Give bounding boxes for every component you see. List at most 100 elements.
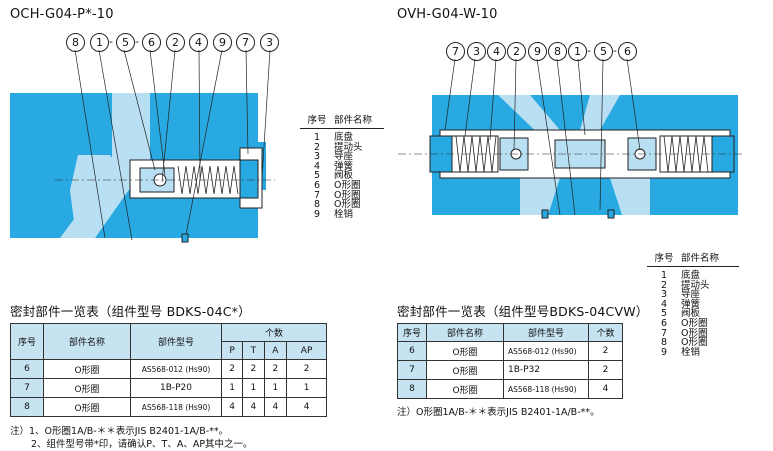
part-name: O形圈 <box>681 337 708 349</box>
seal-header-qty: 个数 <box>588 323 623 342</box>
seal-table-left-title: 密封部件一览表（组件型号 BDKS-04C*） <box>10 304 251 319</box>
left-callout: 7 <box>236 33 255 52</box>
seal-row-qty: 4 <box>588 379 623 399</box>
part-name: 底盘 <box>334 132 354 143</box>
seal-row-qty: 2 <box>286 359 327 379</box>
part-name: 栓销 <box>681 346 701 358</box>
seal-row-qty: 4 <box>286 397 327 417</box>
part-no: 2 <box>660 279 668 291</box>
seal-row-no: 7 <box>397 360 427 380</box>
seal-table-right-title: 密封部件一览表（组件型号BDKS-04CVW） <box>397 304 649 319</box>
seal-row-qty: 1 <box>220 378 244 398</box>
part-no: 6 <box>313 179 321 191</box>
seal-row-no: 7 <box>10 378 44 398</box>
part-no: 5 <box>313 170 321 182</box>
part-name: O形圈 <box>334 179 361 191</box>
note-left-2: 2、组件型号带*印，请确认P、T、A、AP其中之一。 <box>31 439 253 450</box>
part-no: 9 <box>313 208 321 220</box>
part-no: 4 <box>660 298 668 310</box>
part-name: 栓销 <box>334 208 354 220</box>
seal-row-qty: 1 <box>286 378 327 398</box>
seal-row-model: AS568-118 (Hs90) <box>130 397 222 417</box>
part-name: 阀板 <box>681 308 701 320</box>
seal-row-no: 8 <box>10 397 44 417</box>
part-name: O形圈 <box>334 189 361 201</box>
parts-header-name: 部件名称 <box>332 114 384 129</box>
seal-row-name: O形圈 <box>426 360 504 380</box>
seal-row-qty: 2 <box>588 341 623 361</box>
left-callout: 6 <box>142 33 161 52</box>
left-callout: 3 <box>260 33 279 52</box>
part-name: O形圈 <box>681 327 708 339</box>
seal-header-qty: 个数 <box>221 323 327 342</box>
part-no: 7 <box>313 189 321 201</box>
seal-row-name: O形圈 <box>43 378 131 398</box>
seal-header-no: 序号 <box>397 323 427 342</box>
seal-row-name: O形圈 <box>426 341 504 361</box>
seal-row-qty: 1 <box>242 378 265 398</box>
left-callout: 5 <box>116 33 135 52</box>
seal-row-qty: 2 <box>263 359 288 379</box>
part-name: 提动头 <box>334 141 363 153</box>
note-left-1: 注）1、O形圈1A/B-＊＊表示JIS B2401-1A/B-**。 <box>10 426 229 437</box>
seal-row-model: 1B-P20 <box>130 378 222 398</box>
part-name: 导座 <box>334 151 354 163</box>
part-no: 6 <box>660 317 668 329</box>
seal-row-model: AS568-118 (Hs90) <box>503 379 589 399</box>
right-diagram-title: OVH-G04-W-10 <box>397 7 498 22</box>
seal-row-qty: 4 <box>263 397 288 417</box>
part-no: 2 <box>313 141 321 153</box>
seal-header-model: 部件型号 <box>503 323 589 342</box>
right-callout: 8 <box>548 42 567 61</box>
left-callout: 2 <box>166 33 185 52</box>
right-valve-drawing <box>398 58 745 219</box>
seal-row-no: 6 <box>397 341 427 361</box>
right-callout: 4 <box>487 42 506 61</box>
seal-table-left: 序号 部件名称 部件型号 个数 P T A AP 6 O形圈 AS568-012… <box>10 323 327 417</box>
right-callout: 1 <box>568 42 587 61</box>
seal-row-model: AS568-012 (Hs90) <box>130 359 222 379</box>
right-callout: 2 <box>507 42 526 61</box>
seal-row-name: O形圈 <box>43 359 131 379</box>
right-callout-row: 7 3 4 2 9 8 1 - 5 - 6 <box>446 42 646 62</box>
part-no: 7 <box>660 327 668 339</box>
part-name: 导座 <box>681 289 701 301</box>
part-no: 1 <box>660 270 668 281</box>
part-no: 3 <box>313 151 321 163</box>
parts-header-name: 部件名称 <box>679 252 739 267</box>
seal-row-no: 6 <box>10 359 44 379</box>
seal-header-name: 部件名称 <box>43 323 131 360</box>
part-name: 阀板 <box>334 170 354 182</box>
seal-header-no: 序号 <box>10 323 44 360</box>
seal-header-model: 部件型号 <box>130 323 222 360</box>
note-right-1: 注）O形圈1A/B-＊＊表示JIS B2401-1A/B-**。 <box>397 407 600 418</box>
part-no: 4 <box>313 160 321 172</box>
part-name: 底盘 <box>681 270 701 281</box>
right-callout: 7 <box>446 42 465 61</box>
seal-row-model: AS568-012 (Hs90) <box>503 341 589 361</box>
seal-table-right: 序号 部件名称 部件型号 个数 6 O形圈 AS568-012 (Hs90) 2… <box>397 323 623 399</box>
seal-row-qty: 2 <box>242 359 265 379</box>
seal-row-no: 8 <box>397 379 427 399</box>
seal-header-name: 部件名称 <box>426 323 504 342</box>
seal-qty-col: AP <box>286 341 327 360</box>
part-no: 3 <box>660 289 668 301</box>
part-no: 9 <box>660 346 668 358</box>
seal-row-name: O形圈 <box>426 379 504 399</box>
seal-row-qty: 2 <box>588 360 623 380</box>
seal-qty-col: T <box>242 341 265 360</box>
seal-row-name: O形圈 <box>43 397 131 417</box>
part-no: 1 <box>313 132 321 143</box>
left-callout-row: 8 1 - 5 - 6 2 4 9 7 3 <box>66 33 286 53</box>
right-callout: 5 <box>594 42 613 61</box>
left-callout: 1 <box>90 33 109 52</box>
part-no: 5 <box>660 308 668 320</box>
seal-qty-col: A <box>263 341 288 360</box>
left-valve-drawing <box>10 49 275 243</box>
part-no: 8 <box>313 199 321 211</box>
left-callout: 4 <box>189 33 208 52</box>
part-name: 弹簧 <box>681 298 701 310</box>
part-name: O形圈 <box>334 199 361 211</box>
